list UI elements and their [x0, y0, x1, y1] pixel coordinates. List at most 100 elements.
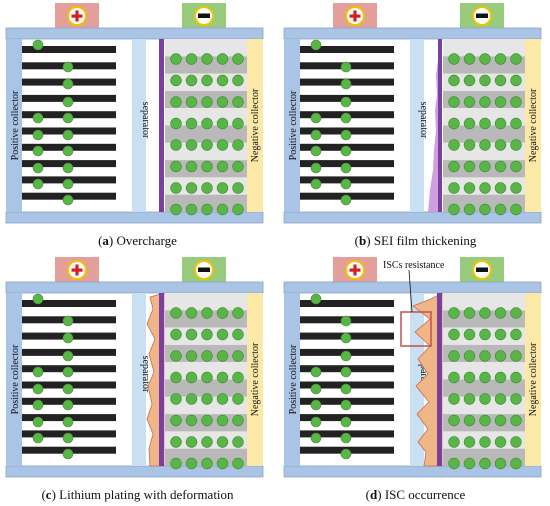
- lithium-ion: [216, 328, 229, 341]
- lithium-ion: [340, 194, 352, 206]
- lithium-ion: [479, 436, 491, 448]
- lithium-ion: [232, 307, 244, 319]
- lithium-ion: [170, 203, 182, 216]
- lithium-ion: [170, 307, 182, 319]
- caption-letter: c: [45, 487, 52, 502]
- lithium-ion: [494, 160, 507, 173]
- anode-layer: [443, 293, 525, 311]
- positive-collector-label: Positive collector: [10, 344, 21, 414]
- lithium-ion: [494, 457, 507, 470]
- caption-c: (c) Lithium plating with deformation: [41, 487, 234, 502]
- caption-d: (d) ISC occurrence: [365, 487, 466, 502]
- top-plate: [283, 281, 542, 294]
- lithium-ion: [479, 414, 491, 427]
- lithium-ion: [479, 139, 491, 151]
- positive-collector-label: Positive collector: [288, 90, 299, 160]
- minus-terminal-icon: [182, 257, 226, 284]
- lithium-ion: [510, 139, 522, 151]
- lithium-ion: [340, 61, 352, 73]
- lithium-ion: [494, 96, 507, 108]
- lithium-ion: [185, 457, 198, 470]
- lithium-ion: [463, 371, 476, 384]
- lithium-ion: [170, 96, 182, 108]
- lithium-ion: [62, 315, 74, 327]
- lithium-ion: [185, 393, 198, 405]
- lithium-ion: [62, 129, 74, 141]
- lithium-ion: [201, 96, 213, 108]
- lithium-ion: [310, 366, 322, 378]
- lithium-ion: [185, 117, 198, 130]
- lithium-ion: [232, 393, 244, 405]
- lithium-ion: [170, 371, 182, 384]
- lithium-ion: [32, 293, 44, 305]
- lithium-ion: [185, 182, 198, 194]
- lithium-ion: [510, 74, 522, 87]
- lithium-ion: [170, 182, 182, 194]
- lithium-ion: [62, 78, 74, 90]
- lithium-ion: [62, 416, 74, 428]
- lithium-ion: [494, 414, 507, 427]
- lithium-ion: [340, 162, 352, 174]
- lithium-ion: [62, 145, 74, 157]
- minus-terminal-icon: [460, 257, 504, 284]
- lithium-ion: [310, 178, 322, 190]
- lithium-ion: [479, 160, 491, 173]
- lithium-ion: [463, 307, 476, 319]
- lithium-ion: [185, 328, 198, 341]
- plus-terminal-icon: [333, 3, 377, 30]
- lithium-ion: [479, 350, 491, 362]
- lithium-ion: [232, 328, 244, 341]
- lithium-ion: [340, 145, 352, 157]
- lithium-ion: [232, 371, 244, 384]
- lithium-ion: [232, 117, 244, 130]
- lithium-ion: [479, 457, 491, 470]
- caption-text: ISC occurrence: [384, 487, 466, 502]
- isc-resistance-box: [400, 311, 432, 347]
- lithium-ion: [310, 145, 322, 157]
- lithium-ion: [62, 194, 74, 206]
- plus-terminal-icon: [333, 257, 377, 284]
- lithium-ion: [216, 96, 229, 108]
- lithium-ion: [479, 328, 491, 341]
- lithium-ion: [216, 393, 229, 405]
- lithium-ion: [185, 414, 198, 427]
- lithium-ion: [185, 139, 198, 151]
- lithium-ion: [216, 53, 229, 65]
- lithium-ion: [494, 203, 507, 216]
- iscs-resistance-label: ISCs resistance: [383, 260, 445, 271]
- lithium-ion: [448, 371, 460, 384]
- lithium-ion: [185, 160, 198, 173]
- lithium-ion: [463, 160, 476, 173]
- lithium-ion: [448, 350, 460, 362]
- lithium-ion: [201, 436, 213, 448]
- lithium-ion: [201, 371, 213, 384]
- lithium-ion: [479, 96, 491, 108]
- lithium-ion: [232, 414, 244, 427]
- lithium-ion: [216, 74, 229, 87]
- lithium-ion: [340, 399, 352, 411]
- lithium-ion: [448, 203, 460, 216]
- negative-collector-label: Negative collector: [528, 88, 539, 162]
- lithium-ion: [201, 414, 213, 427]
- caption-a: (a) Overcharge: [98, 233, 177, 248]
- lithium-ion: [463, 436, 476, 448]
- lithium-ion: [170, 414, 182, 427]
- lithium-ion: [340, 178, 352, 190]
- separator-label: separator: [418, 102, 429, 139]
- lithium-ion: [201, 117, 213, 130]
- lithium-ion: [232, 350, 244, 362]
- lithium-ion: [216, 307, 229, 319]
- minus-terminal-icon: [182, 3, 226, 30]
- lithium-ion: [494, 182, 507, 194]
- positive-collector: [6, 39, 22, 212]
- caption-letter: a: [102, 233, 109, 248]
- iscs-leader-line: [408, 269, 413, 313]
- caption-text: SEI film thickening: [373, 233, 477, 248]
- lithium-ion: [232, 457, 244, 470]
- lithium-ion: [448, 182, 460, 194]
- lithium-ion: [170, 350, 182, 362]
- negative-collector-label: Negative collector: [528, 342, 539, 416]
- lithium-ion: [510, 457, 522, 470]
